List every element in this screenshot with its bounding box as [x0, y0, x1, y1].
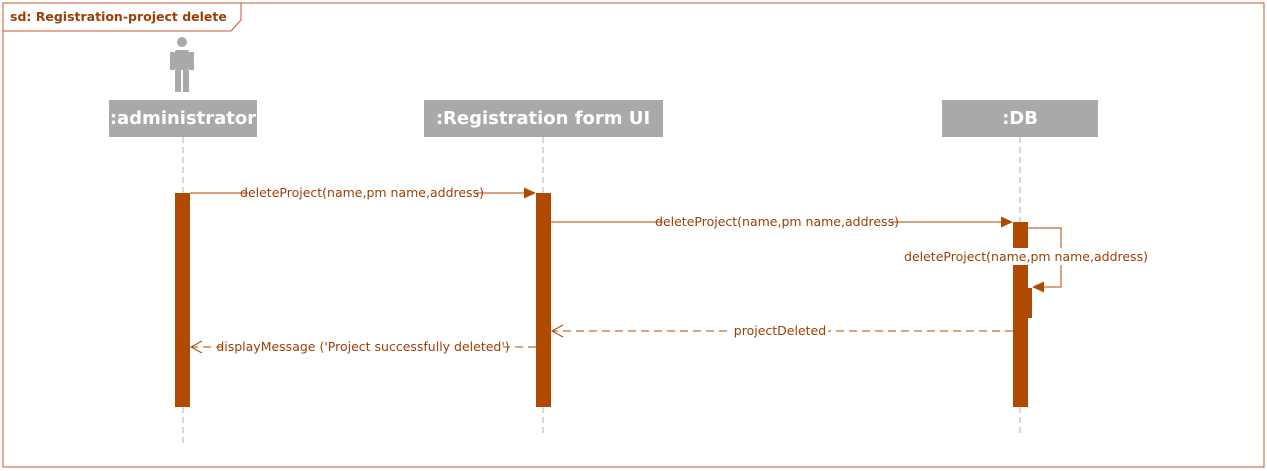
message-label: deleteProject(name,pm name,address)	[904, 249, 1148, 264]
message-label: projectDeleted	[734, 323, 826, 338]
message-delete-project-2: deleteProject(name,pm name,address)	[551, 213, 1013, 230]
lifeline-administrator: :administrator	[109, 100, 257, 137]
message-delete-project-self: deleteProject(name,pm name,address)	[904, 227, 1148, 293]
message-label: displayMessage ('Project successfully de…	[216, 339, 509, 354]
activation-bar-db-nested	[1024, 288, 1032, 318]
lifeline-registration-form-ui: :Registration form UI	[424, 100, 663, 137]
actor-icon	[170, 37, 194, 92]
message-display-message: displayMessage ('Project successfully de…	[189, 338, 536, 355]
message-label: deleteProject(name,pm name,address)	[240, 185, 484, 200]
frame-title-tab	[2, 2, 242, 32]
activation-bar-registration-form-ui	[536, 193, 551, 407]
lifeline-head	[942, 100, 1098, 137]
lifeline-head	[424, 100, 663, 137]
lifeline-label: :DB	[1002, 108, 1038, 129]
message-project-deleted: projectDeleted	[550, 322, 1013, 339]
lifeline-head	[109, 100, 257, 137]
lifeline-label: :administrator	[110, 108, 256, 129]
frame-title: sd: Registration-project delete	[10, 9, 227, 24]
lifeline-db: :DB	[942, 100, 1098, 137]
activation-bar-administrator	[175, 193, 190, 407]
message-delete-project-1: deleteProject(name,pm name,address)	[190, 184, 536, 201]
lifeline-label: :Registration form UI	[436, 108, 650, 129]
message-label: deleteProject(name,pm name,address)	[655, 214, 899, 229]
activation-bar-db	[1013, 222, 1028, 407]
